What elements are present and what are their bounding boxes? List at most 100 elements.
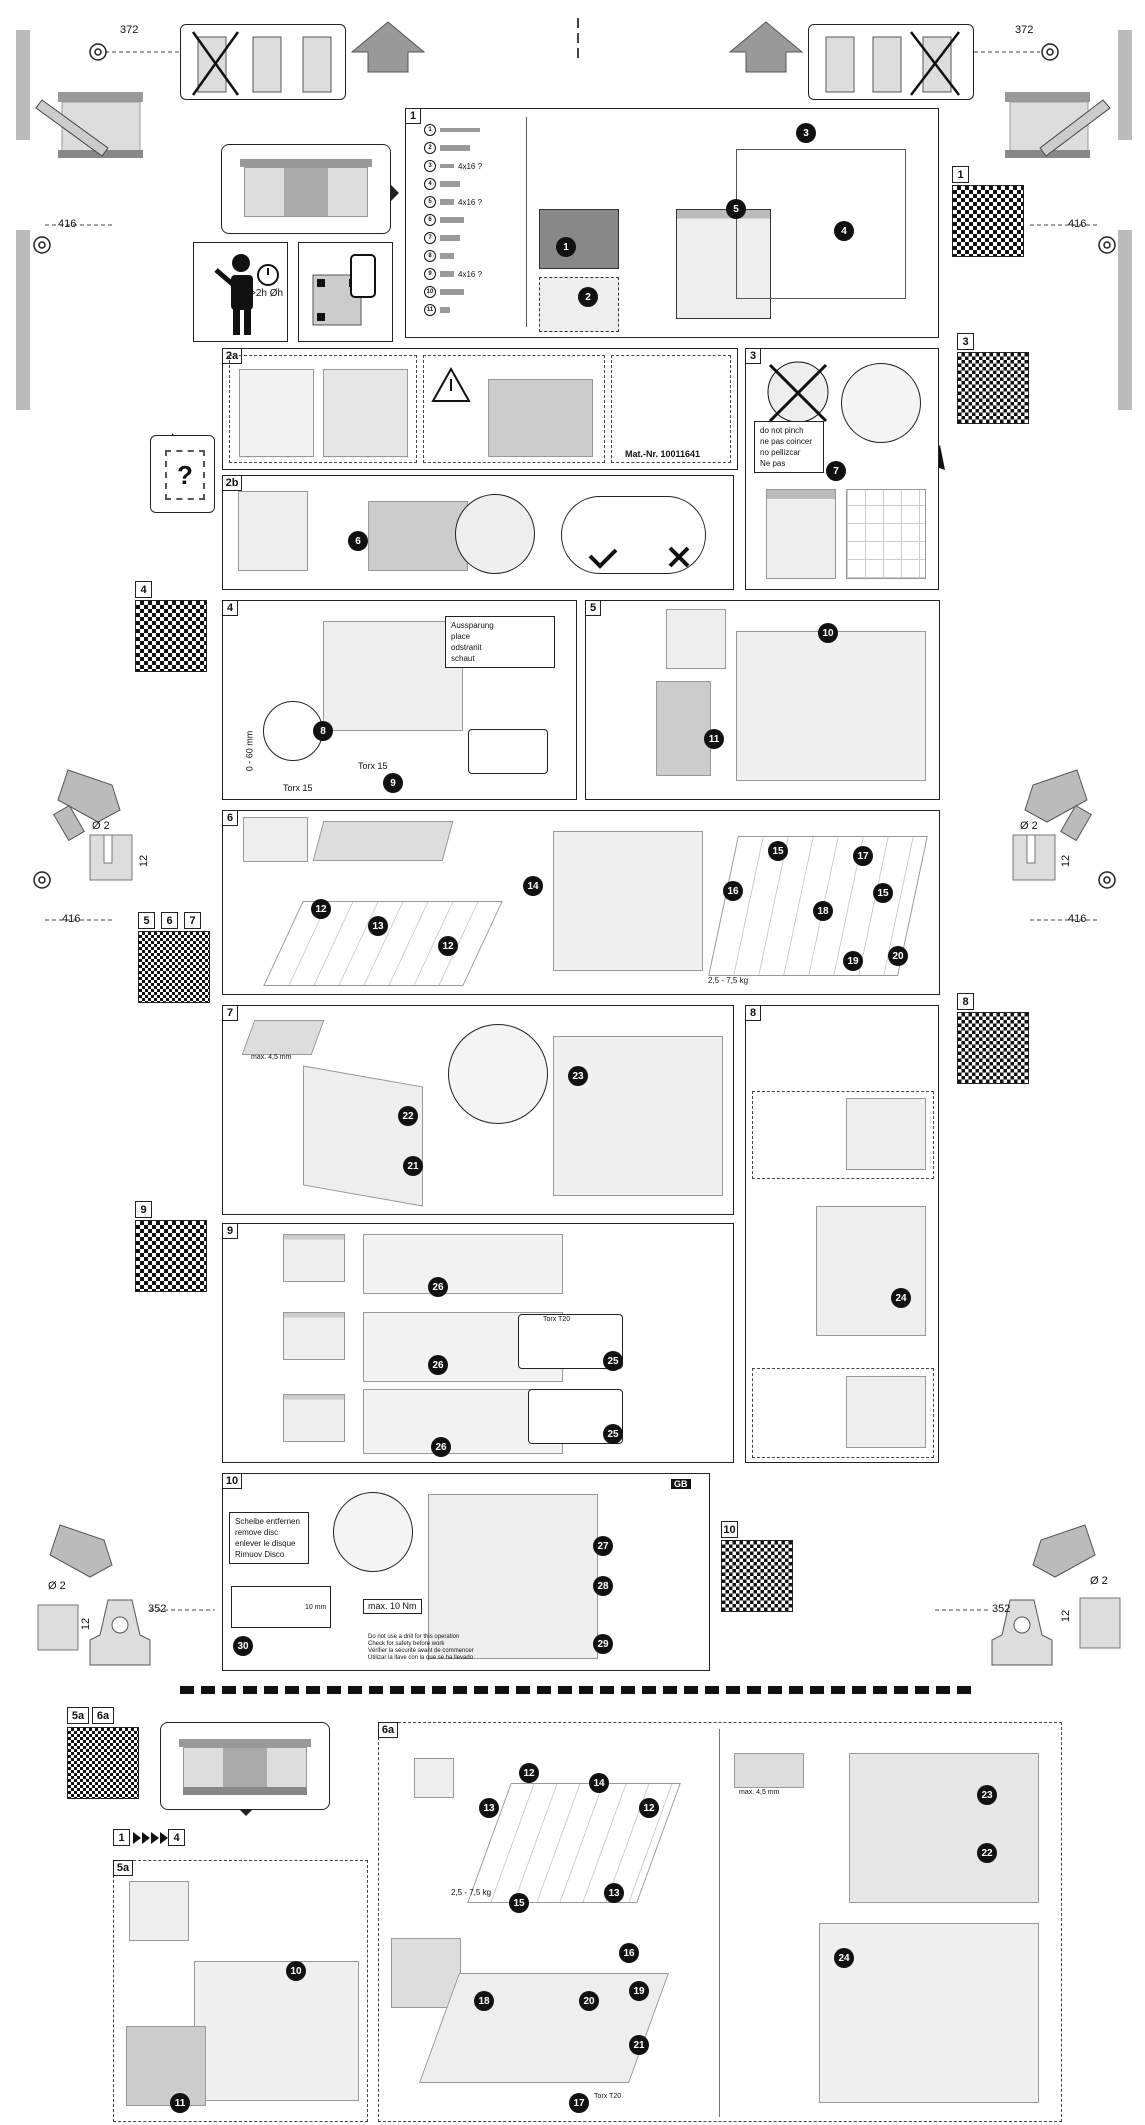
warning-line: ne pas coincer — [760, 437, 813, 446]
qr-code-1[interactable] — [952, 185, 1024, 257]
step-12-marker-b: 12 — [639, 1798, 659, 1818]
door-side-detail — [656, 681, 711, 776]
warning-line: do not pinch — [760, 426, 804, 435]
footer-line: Utilizar la llave con la que se ha lleva… — [368, 1655, 474, 1661]
step-12-marker-b: 12 — [438, 936, 458, 956]
panel-10-number: 10 — [222, 1473, 242, 1489]
qr-label-1: 1 — [952, 166, 969, 183]
qr-code-3[interactable] — [957, 352, 1029, 424]
step-4-marker: 4 — [834, 221, 854, 241]
step-24-marker: 24 — [891, 1288, 911, 1308]
panel-3-number: 3 — [745, 348, 761, 364]
step-30-marker: 30 — [233, 1636, 253, 1656]
step-13-marker: 13 — [479, 1798, 499, 1818]
cabinet-with-door — [736, 631, 926, 781]
gap-detail — [734, 1753, 804, 1788]
notice-box: Aussparung place odstranit schaut — [445, 616, 555, 668]
plinth — [183, 1787, 307, 1795]
drill-diameter-left: Ø 2 — [92, 820, 110, 832]
step-16-marker: 16 — [619, 1943, 639, 1963]
glass-line: enlever le disque — [235, 1539, 296, 1548]
dim-mid-left: 416 — [58, 218, 77, 230]
torx-label: Torx T20 — [543, 1316, 571, 1323]
panel-2a-number: 2a — [222, 348, 242, 364]
panel-8-number: 8 — [745, 1005, 761, 1021]
panel-7: 7 max. 4,5 mm 21 22 23 — [222, 1005, 734, 1215]
part-row: 2 — [424, 139, 524, 157]
qr-code-5a6a[interactable] — [67, 1727, 139, 1799]
detail-circle — [841, 363, 921, 443]
dishwasher-option-1 — [283, 1234, 345, 1282]
part-row: 8 — [424, 247, 524, 265]
template-detail — [414, 1758, 454, 1798]
cabinet-row — [183, 1747, 307, 1791]
dishwasher-body — [676, 209, 771, 319]
dishwasher-top — [368, 501, 468, 571]
step-2-marker: 2 — [578, 287, 598, 307]
footer-line: Do not use a drill for this operation — [368, 1634, 460, 1640]
panel-6a-number: 6a — [378, 1722, 398, 1738]
step-11-marker: 11 — [704, 729, 724, 749]
plinth-detail-1 — [363, 1234, 563, 1294]
kitchen-intro-box — [221, 144, 391, 234]
qr-code-4[interactable] — [135, 600, 207, 672]
dishwasher-open — [819, 1923, 1039, 2103]
dim-lower-right: 352 — [992, 1603, 1011, 1615]
qr-label-8: 8 — [957, 993, 974, 1010]
step-25-marker-b: 25 — [603, 1424, 623, 1444]
help-question-box[interactable]: ? — [150, 435, 215, 513]
tile-wall — [846, 489, 926, 579]
step-21-marker: 21 — [629, 2035, 649, 2055]
qr-code-9[interactable] — [135, 1220, 207, 1292]
qr-label-3: 3 — [957, 333, 974, 350]
dim-mid-right: 416 — [1068, 218, 1087, 230]
torx-label-2: Torx 15 — [358, 761, 388, 771]
smartphone-qr-icon — [312, 254, 376, 326]
panel-4-number: 4 — [222, 600, 238, 616]
divider — [719, 1729, 720, 2117]
hinge-cross-illustration — [191, 31, 332, 96]
dishwasher-open — [553, 831, 703, 971]
drill-depth-left: 12 — [138, 854, 151, 868]
step-26-marker-b: 26 — [428, 1355, 448, 1375]
step-14-marker: 14 — [523, 876, 543, 896]
warning-frame — [423, 355, 605, 463]
step-18-marker: 18 — [813, 901, 833, 921]
weight-label: 2,5 - 7,5 kg — [708, 976, 749, 985]
step-7-marker: 7 — [826, 461, 846, 481]
time-estimate: >2h Øh — [250, 288, 284, 299]
panel-5a-number: 5a — [113, 1860, 133, 1876]
weight-label: 2,5 - 7,5 kg — [451, 1888, 492, 1897]
qr-label-6: 6 — [161, 912, 178, 929]
qr-code-8[interactable] — [957, 1012, 1029, 1084]
step-15-marker: 15 — [768, 841, 788, 861]
panel-5-number: 5 — [585, 600, 601, 616]
hinge-cross-illustration — [825, 31, 960, 96]
countertop — [179, 1739, 311, 1747]
qr-code-10[interactable] — [721, 1540, 793, 1612]
step-15-marker: 15 — [509, 1893, 529, 1913]
door-adjust — [816, 1206, 926, 1336]
hinge-detail-box — [539, 209, 619, 269]
panel-1-number: 1 — [405, 108, 421, 124]
qr-code-567[interactable] — [138, 931, 210, 1003]
dishwasher-front — [323, 621, 463, 731]
footer-line: Vérifier la sécurité avant de commencer — [368, 1648, 474, 1654]
panel-5: 5 10 11 — [585, 600, 940, 800]
step-11-marker: 11 — [170, 2093, 190, 2113]
torx-label: Torx 15 — [283, 783, 313, 793]
dishwasher-open — [553, 1036, 723, 1196]
dim-lower-left: 352 — [148, 1603, 167, 1615]
glass-line: Rimuov Disco — [235, 1550, 285, 1559]
step-19-marker: 19 — [843, 951, 863, 971]
door-top-detail — [129, 1881, 189, 1941]
adjust-frame-1 — [752, 1091, 934, 1179]
dishwasher-option-2 — [283, 1312, 345, 1360]
step-26-marker: 26 — [428, 1277, 448, 1297]
drill-diameter-right: Ø 2 — [1020, 820, 1038, 832]
part-row: 6 — [424, 211, 524, 229]
top-box-right — [808, 24, 974, 100]
step-23-marker: 23 — [568, 1066, 588, 1086]
gap-label: max. 4,5 mm — [251, 1054, 292, 1061]
dishwasher — [766, 489, 836, 579]
